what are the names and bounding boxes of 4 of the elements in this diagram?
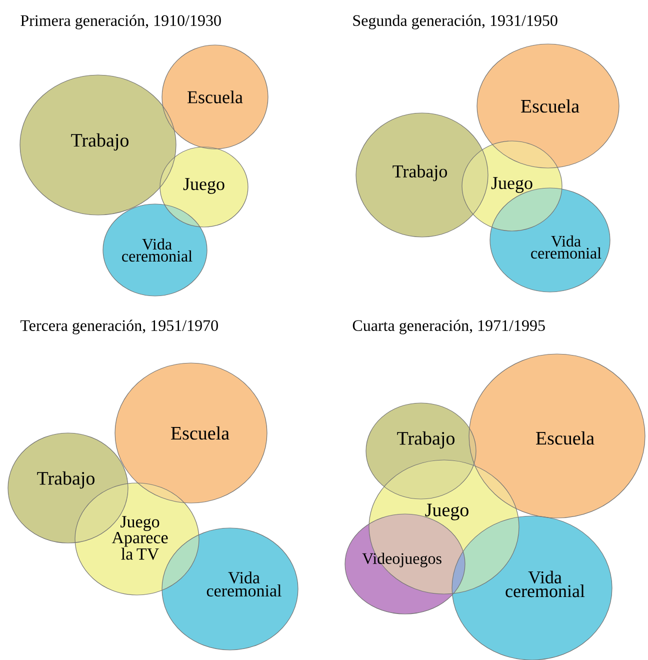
- panel-title: Cuarta generación, 1971/1995: [352, 320, 545, 334]
- panel-title: Primera generación, 1910/1930: [20, 14, 221, 30]
- panel-title: Tercera generación, 1951/1970: [20, 320, 218, 334]
- panel-title: Segunda generación, 1931/1950: [353, 14, 558, 30]
